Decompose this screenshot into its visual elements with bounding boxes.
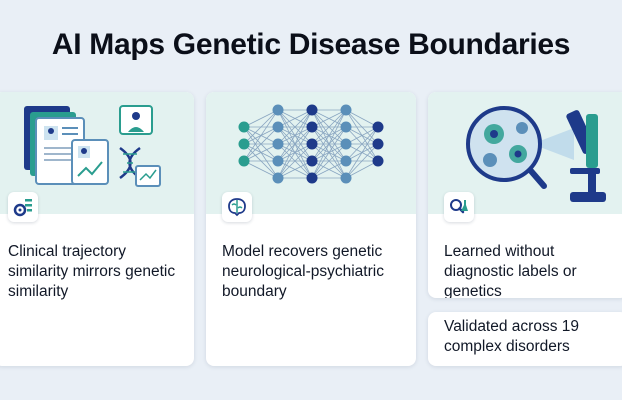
network-node bbox=[272, 104, 284, 116]
gear-workflow-icon bbox=[8, 192, 38, 222]
network-edge bbox=[243, 160, 279, 179]
network-edge bbox=[277, 109, 313, 179]
network-edge bbox=[277, 160, 313, 179]
network-edge bbox=[243, 126, 279, 162]
card-learned-without-labels: Learned without diagnostic labels or gen… bbox=[428, 92, 622, 298]
network-edge bbox=[277, 126, 313, 179]
network-node bbox=[306, 138, 318, 150]
network-node bbox=[340, 155, 352, 167]
network-node bbox=[372, 155, 384, 167]
card-text: Model recovers genetic neurological-psyc… bbox=[222, 243, 384, 300]
network-edge bbox=[243, 109, 279, 145]
network-node bbox=[272, 172, 284, 184]
card-clinical-trajectory: Clinical trajectory similarity mirrors g… bbox=[0, 92, 194, 366]
network-edge bbox=[345, 143, 379, 179]
network-node bbox=[372, 138, 384, 150]
network-node bbox=[272, 155, 284, 167]
network-edge bbox=[243, 109, 279, 162]
card-model-recovers: Model recovers genetic neurological-psyc… bbox=[206, 92, 416, 366]
network-edge bbox=[311, 109, 347, 162]
network-edge bbox=[277, 143, 313, 179]
card-text: Clinical trajectory similarity mirrors g… bbox=[8, 243, 176, 300]
network-edge bbox=[345, 126, 379, 145]
magnifier-flask-icon bbox=[444, 192, 474, 222]
network-node bbox=[340, 138, 352, 150]
network-node bbox=[306, 155, 318, 167]
network-node bbox=[272, 138, 284, 150]
network-edge bbox=[345, 160, 379, 179]
network-node bbox=[340, 172, 352, 184]
brain-icon bbox=[222, 192, 252, 222]
network-edge bbox=[243, 143, 279, 162]
network-node bbox=[238, 138, 250, 150]
network-node bbox=[340, 121, 352, 133]
network-edge bbox=[311, 143, 347, 179]
network-edge bbox=[311, 109, 347, 145]
page-title: AI Maps Genetic Disease Boundaries bbox=[51, 28, 571, 61]
network-node bbox=[306, 172, 318, 184]
card-validated: Validated across 19 complex disorders bbox=[428, 312, 622, 366]
medical-records-dna-illustration bbox=[24, 105, 161, 187]
card-text: Learned without diagnostic labels or gen… bbox=[444, 243, 577, 298]
network-node bbox=[238, 155, 250, 167]
network-edge bbox=[345, 109, 379, 128]
network-node bbox=[238, 121, 250, 133]
network-edge bbox=[311, 109, 347, 128]
card-illustration-area bbox=[206, 92, 416, 214]
network-edge bbox=[345, 126, 379, 179]
network-edge bbox=[243, 109, 279, 128]
network-edge bbox=[277, 109, 313, 162]
network-edge bbox=[277, 109, 313, 145]
neural-network-illustration bbox=[238, 104, 384, 184]
network-node bbox=[272, 121, 284, 133]
network-node bbox=[306, 121, 318, 133]
network-edge bbox=[345, 126, 379, 162]
microscope-cells-illustration bbox=[466, 106, 606, 202]
network-node bbox=[340, 104, 352, 116]
network-edge bbox=[311, 160, 347, 179]
card-text: Validated across 19 complex disorders bbox=[444, 318, 579, 355]
network-edge bbox=[311, 109, 347, 179]
network-node bbox=[372, 121, 384, 133]
network-edge bbox=[311, 126, 347, 179]
network-edge bbox=[277, 109, 313, 128]
network-node bbox=[306, 104, 318, 116]
